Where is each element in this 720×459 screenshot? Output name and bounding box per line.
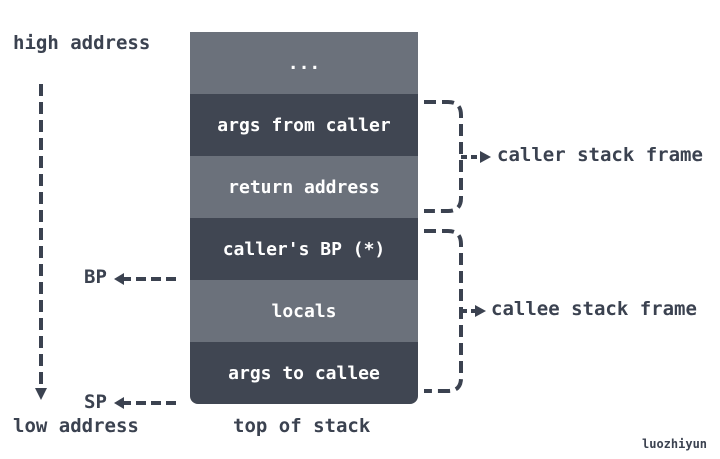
high-address-label: high address [13, 32, 151, 54]
stack-cell-return-address: return address [190, 156, 418, 218]
stack-cell-args-from-caller: args from caller [190, 94, 418, 156]
address-direction-arrow-icon [35, 84, 47, 400]
stack-column: ... args from caller return address call… [190, 32, 418, 404]
top-of-stack-label: top of stack [233, 415, 371, 437]
caller-frame-brace-icon [424, 100, 491, 213]
sp-label: SP [84, 391, 107, 413]
callee-frame-brace-icon [424, 229, 486, 393]
sp-pointer-arrow-icon [114, 397, 176, 409]
callee-frame-label: callee stack frame [491, 298, 697, 320]
stack-cell-ellipsis: ... [190, 32, 418, 94]
stack-cell-args-to-callee: args to callee [190, 342, 418, 404]
caller-frame-label: caller stack frame [497, 144, 703, 166]
author-credit: luozhiyun [642, 437, 708, 451]
bp-label: BP [84, 266, 107, 288]
stack-cell-locals: locals [190, 280, 418, 342]
low-address-label: low address [13, 415, 139, 437]
bp-pointer-arrow-icon [114, 273, 176, 285]
stack-cell-callers-bp: caller's BP (*) [190, 218, 418, 280]
